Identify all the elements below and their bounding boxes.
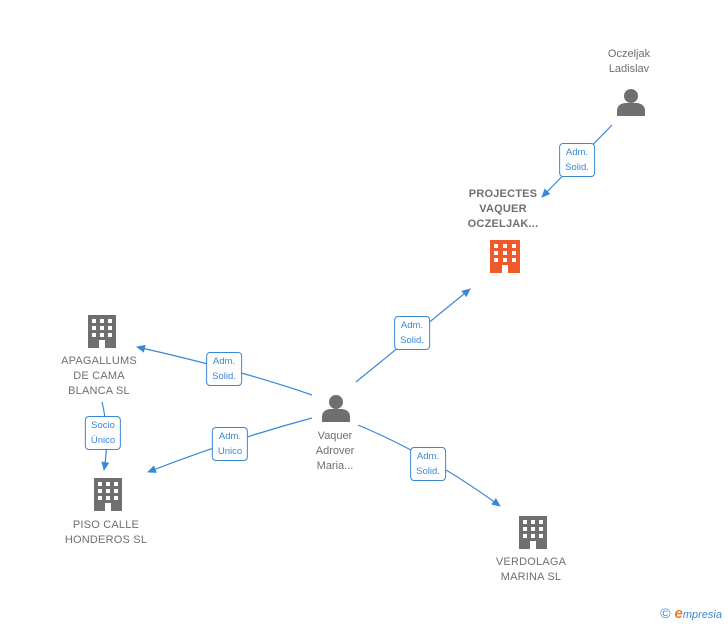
node-label-line: Oczeljak — [607, 48, 651, 60]
edge-label-line: Unico — [217, 446, 243, 457]
edge-label-vaquer-projectes[interactable]: Adm. Solid. — [394, 316, 430, 350]
person-icon[interactable] — [617, 89, 645, 116]
node-label-line: HONDEROS SL — [64, 534, 148, 546]
copyright-brand: ©empresia — [660, 605, 722, 622]
edge-label-oczeljak-projectes[interactable]: Adm. Solid. — [559, 143, 595, 177]
edge-label-line: Adm. — [565, 147, 589, 158]
edge-label-line: Solid. — [416, 466, 440, 477]
edge-label-line: Solid. — [212, 371, 236, 382]
node-label-apagallums[interactable]: APAGALLUMS DE CAMA BLANCA SL — [61, 354, 137, 399]
node-label-oczeljak[interactable]: Oczeljak Ladislav — [608, 47, 650, 77]
node-label-line: Vaquer — [317, 430, 353, 442]
node-label-piso[interactable]: PISO CALLE HONDEROS SL — [65, 518, 147, 548]
edge-label-line: Adm. — [400, 320, 424, 331]
edge-label-vaquer-verdolaga[interactable]: Adm. Solid. — [410, 447, 446, 481]
copyright-icon: © — [660, 605, 671, 621]
node-label-line: OCZELJAK... — [467, 218, 539, 230]
node-label-line: MARINA SL — [500, 571, 562, 583]
node-label-line: VERDOLAGA — [495, 556, 567, 568]
edge-label-line: Solid. — [400, 335, 424, 346]
node-label-projectes[interactable]: PROJECTES VAQUER OCZELJAK... — [468, 187, 539, 232]
edge-label-line: Único — [90, 435, 116, 446]
edge-label-line: Adm. — [212, 356, 236, 367]
node-label-line: BLANCA SL — [68, 385, 130, 397]
node-label-vaquer[interactable]: Vaquer Adrover Maria... — [316, 429, 355, 474]
node-label-line: PISO CALLE — [72, 519, 140, 531]
edge-label-vaquer-apagallums[interactable]: Adm. Solid. — [206, 352, 242, 386]
building-icon[interactable] — [519, 516, 547, 549]
node-label-verdolaga[interactable]: VERDOLAGA MARINA SL — [496, 555, 566, 585]
node-label-line: Ladislav — [608, 63, 650, 75]
edge-label-apagallums-piso[interactable]: Socio Único — [84, 416, 122, 450]
node-label-line: VAQUER — [479, 203, 527, 215]
node-label-line: PROJECTES — [468, 188, 538, 200]
node-label-line: APAGALLUMS — [61, 355, 137, 367]
brand-logo-text: mpresia — [682, 609, 722, 621]
edge-label-line: Solid. — [565, 162, 589, 173]
edge-label-line: Socio — [91, 420, 115, 431]
node-label-line: Maria... — [316, 460, 354, 472]
edge-label-line: Adm. — [218, 431, 242, 442]
person-icon[interactable] — [322, 395, 350, 422]
edge-label-vaquer-piso[interactable]: Adm. Unico — [211, 427, 249, 461]
building-icon[interactable] — [490, 240, 520, 273]
node-label-line: DE CAMA — [73, 370, 125, 382]
brand-logo-initial: e — [674, 605, 683, 622]
node-label-line: Adrover — [315, 445, 355, 457]
building-icon[interactable] — [94, 478, 122, 511]
edge-label-line: Adm. — [416, 451, 440, 462]
building-icon[interactable] — [88, 315, 116, 348]
